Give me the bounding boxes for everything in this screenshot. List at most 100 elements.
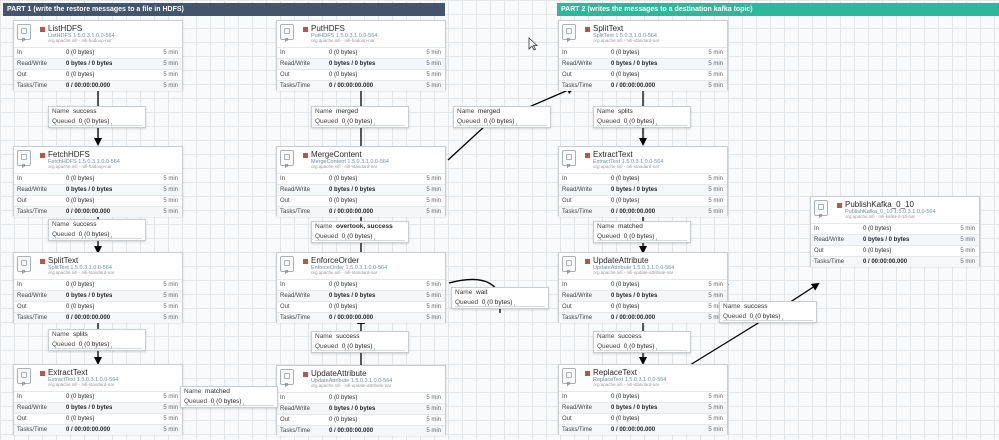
mouse-cursor-icon bbox=[528, 37, 538, 51]
connection-label-overtook-success[interactable]: Name overtook, success Queued 0 (0 bytes… bbox=[311, 221, 409, 243]
processor-icon: P bbox=[17, 256, 31, 276]
processor-puthdfs[interactable]: P PutHDFS PutHDFS 1.5.0.3.1.0.0-564 org.… bbox=[276, 20, 446, 91]
connection-label-merged-1[interactable]: Name merged Queued 0 (0 bytes) bbox=[311, 106, 409, 128]
processor-header: P ExtractText ExtractText 1.5.0.3.1.0.0-… bbox=[559, 147, 727, 170]
processor-version: PutHDFS 1.5.0.3.1.0.0-564 bbox=[311, 33, 378, 39]
processor-publishkafka[interactable]: P PublishKafka_0_10 PublishKafka_0_10 1.… bbox=[810, 196, 980, 267]
queue-progress-bar bbox=[315, 123, 405, 126]
stopped-icon bbox=[40, 153, 45, 158]
processor-extracttext-2[interactable]: P ExtractText ExtractText 1.5.0.3.1.0.0-… bbox=[558, 146, 728, 217]
processor-icon: P bbox=[280, 24, 294, 44]
connection-label-matched-1[interactable]: Name matched Queued 0 (0 bytes) bbox=[180, 386, 278, 408]
processor-bundle: org.apache.nifi - nifi-update-attribute-… bbox=[311, 383, 392, 388]
processor-version: SplitText 1.5.0.3.1.0.0-564 bbox=[48, 265, 112, 271]
processor-bundle: org.apache.nifi - nifi-hadoop-nar bbox=[311, 38, 375, 43]
processor-mergecontent[interactable]: P MergeContent MergeContent 1.5.0.3.1.0.… bbox=[276, 146, 446, 217]
stopped-icon bbox=[303, 27, 308, 32]
processor-version: UpdateAttribute 1.5.0.3.1.0.0-564 bbox=[593, 265, 675, 271]
queue-progress-bar bbox=[457, 123, 547, 126]
connection-label-matched-2[interactable]: Name matched Queued 0 (0 bytes) bbox=[593, 221, 691, 243]
queue-progress-bar bbox=[52, 346, 142, 349]
processor-updateattribute-2[interactable]: P UpdateAttribute UpdateAttribute 1.5.0.… bbox=[558, 252, 728, 323]
processor-icon: P bbox=[17, 368, 31, 388]
processor-name: SplitText bbox=[593, 24, 624, 33]
processor-extracttext[interactable]: P ExtractText ExtractText 1.5.0.3.1.0.0-… bbox=[13, 364, 183, 435]
processor-header: P FetchHDFS FetchHDFS 1.5.0.3.1.0.0-564 … bbox=[14, 147, 182, 170]
processor-name: ExtractText bbox=[48, 368, 88, 377]
processor-version: MergeContent 1.5.0.3.1.0.0-564 bbox=[311, 159, 389, 165]
stopped-icon bbox=[585, 27, 590, 32]
processor-header: P MergeContent MergeContent 1.5.0.3.1.0.… bbox=[277, 147, 445, 170]
stopped-icon bbox=[837, 203, 842, 208]
processor-replacetext[interactable]: P ReplaceText ReplaceText 1.5.0.3.1.0.0-… bbox=[558, 364, 728, 435]
connection-label-success-5[interactable]: Name success Queued 0 (0 bytes) bbox=[719, 301, 817, 323]
processor-name: MergeContent bbox=[311, 150, 362, 159]
processor-bundle: org.apache.nifi - nifi-standard-nar bbox=[593, 164, 660, 169]
processor-version: FetchHDFS 1.5.0.3.1.0.0-564 bbox=[48, 159, 120, 165]
queue-progress-bar bbox=[597, 348, 687, 351]
connection-label-success-2[interactable]: Name success Queued 0 (0 bytes) bbox=[48, 219, 146, 241]
connection-label-wait[interactable]: Name wait Queued 0 (0 bytes) bbox=[451, 287, 549, 309]
processor-listhdfs[interactable]: P ListHDFS ListHDFS 1.5.0.3.1.0.0-564 or… bbox=[13, 20, 183, 91]
processor-version: ListHDFS 1.5.0.3.1.0.0-564 bbox=[48, 33, 115, 39]
connection-label-success-1[interactable]: Name success Queued 0 (0 bytes) bbox=[48, 106, 146, 128]
processor-splittext-2[interactable]: P SplitText SplitText 1.5.0.3.1.0.0-564 … bbox=[558, 20, 728, 91]
processor-icon: P bbox=[280, 256, 294, 276]
processor-name: UpdateAttribute bbox=[311, 369, 367, 378]
processor-icon: P bbox=[280, 150, 294, 170]
connection-label-splits-1[interactable]: Name splits Queued 0 (0 bytes) bbox=[48, 329, 146, 351]
stopped-icon bbox=[40, 259, 45, 264]
edge-replacetext-publishkafka bbox=[689, 282, 820, 366]
processor-fetchhdfs[interactable]: P FetchHDFS FetchHDFS 1.5.0.3.1.0.0-564 … bbox=[13, 146, 183, 217]
processor-bundle: org.apache.nifi - nifi-update-attribute-… bbox=[593, 270, 674, 275]
processor-header: P SplitText SplitText 1.5.0.3.1.0.0-564 … bbox=[14, 253, 182, 276]
stopped-icon bbox=[40, 27, 45, 32]
processor-name: PutHDFS bbox=[311, 24, 345, 33]
processor-name: ExtractText bbox=[593, 150, 633, 159]
queue-progress-bar bbox=[597, 238, 687, 241]
stopped-icon bbox=[303, 372, 308, 377]
queue-progress-bar bbox=[52, 123, 142, 126]
processor-header: P PutHDFS PutHDFS 1.5.0.3.1.0.0-564 org.… bbox=[277, 21, 445, 44]
processor-icon: P bbox=[280, 369, 294, 389]
processor-updateattribute[interactable]: P UpdateAttribute UpdateAttribute 1.5.0.… bbox=[276, 365, 446, 436]
processor-bundle: org.apache.nifi - nifi-standard-nar bbox=[593, 38, 660, 43]
processor-enforceorder[interactable]: P EnforceOrder EnforceOrder 1.5.0.3.1.0.… bbox=[276, 252, 446, 323]
processor-version: ReplaceText 1.5.0.3.1.0.0-564 bbox=[593, 377, 667, 383]
processor-version: ExtractText 1.5.0.3.1.0.0-564 bbox=[48, 377, 119, 383]
processor-splittext[interactable]: P SplitText SplitText 1.5.0.3.1.0.0-564 … bbox=[13, 252, 183, 323]
connection-label-splits-2[interactable]: Name splits Queued 0 (0 bytes) bbox=[593, 106, 691, 128]
connection-label-success-3[interactable]: Name success Queued 0 (0 bytes) bbox=[311, 331, 409, 353]
processor-name: FetchHDFS bbox=[48, 150, 90, 159]
stopped-icon bbox=[585, 259, 590, 264]
stopped-icon bbox=[40, 371, 45, 376]
connection-label-success-4[interactable]: Name success Queued 0 (0 bytes) bbox=[593, 331, 691, 353]
queue-progress-bar bbox=[315, 238, 405, 241]
connection-label-merged-2[interactable]: Name merged Queued 0 (0 bytes) bbox=[453, 106, 551, 128]
